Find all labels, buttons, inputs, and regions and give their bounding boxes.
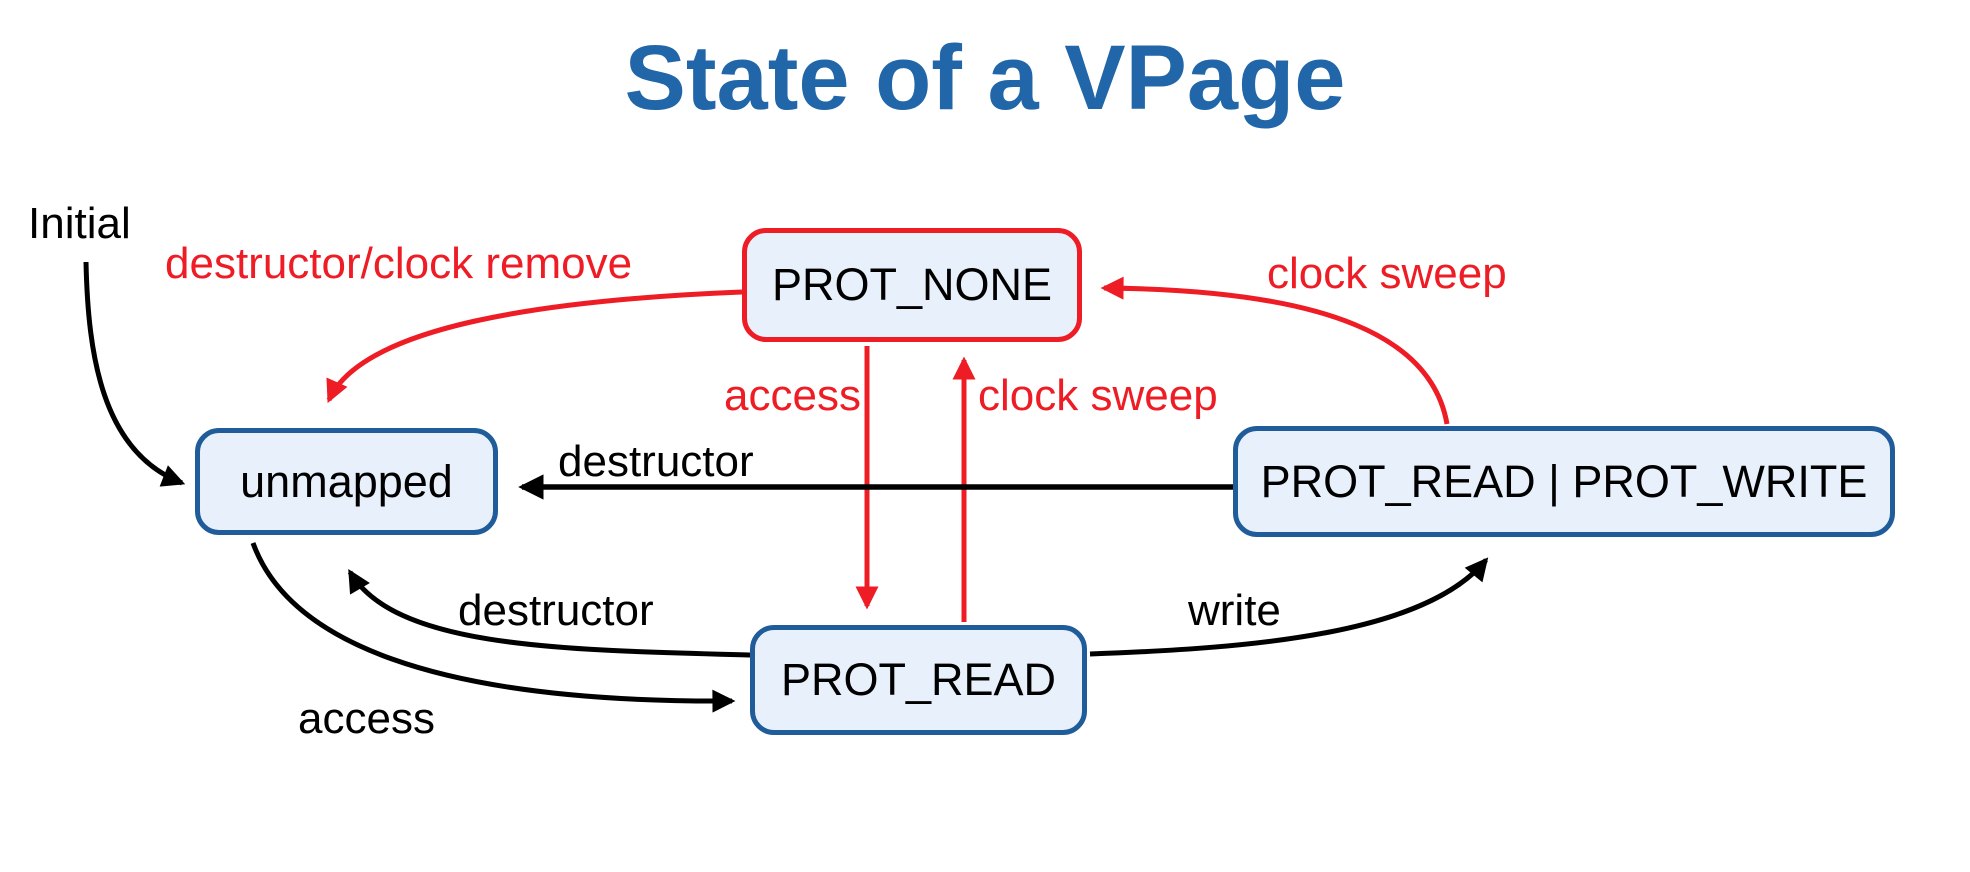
arrow-initial-to-unmapped <box>83 261 186 487</box>
label-access-bottom: access <box>298 694 435 743</box>
label-destructor-horizontal: destructor <box>558 437 754 486</box>
arrow-destructor-curve <box>347 569 753 658</box>
arrow-access-curve <box>250 542 736 713</box>
arrow-destructor-clock-remove <box>326 289 743 404</box>
label-destructor-curve: destructor <box>458 586 654 635</box>
arrow-clock-sweep-right <box>1100 276 1450 425</box>
state-prot-read-write: PROT_READ | PROT_WRITE <box>1233 426 1895 537</box>
label-clock-sweep-mid: clock sweep <box>978 371 1218 420</box>
state-prot-read: PROT_READ <box>750 625 1087 735</box>
label-write: write <box>1188 586 1281 635</box>
arrow-write-curve <box>1089 557 1489 657</box>
label-initial: Initial <box>28 199 131 248</box>
label-destructor-clock-remove: destructor/clock remove <box>165 239 633 288</box>
page-title: State of a VPage <box>624 27 1346 129</box>
label-access-red: access <box>724 371 861 420</box>
state-prot-none: PROT_NONE <box>742 228 1082 342</box>
state-unmapped: unmapped <box>195 428 498 535</box>
label-clock-sweep-right: clock sweep <box>1267 249 1507 298</box>
